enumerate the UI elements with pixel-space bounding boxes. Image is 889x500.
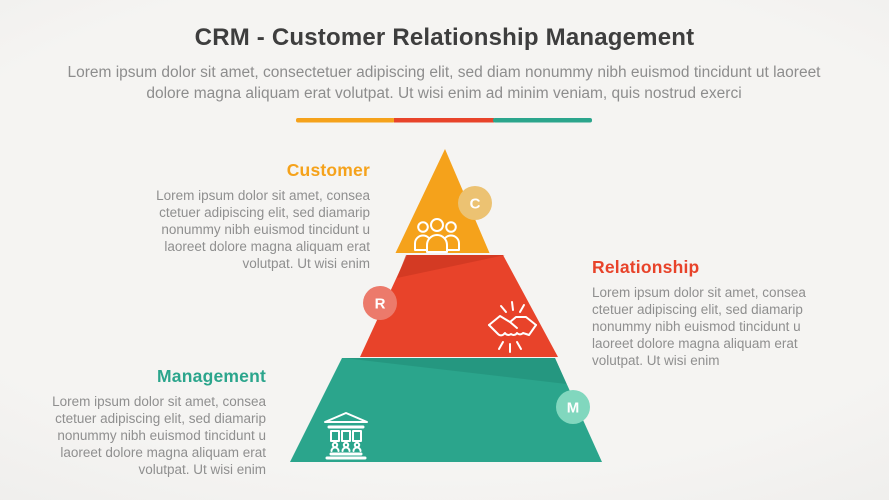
customer-section: Customer Lorem ipsum dolor sit amet, con… [137, 160, 370, 272]
management-heading: Management [157, 366, 266, 386]
customer-badge-letter: C [470, 196, 481, 213]
management-badge-letter: M [567, 400, 580, 417]
divider-segment-relationship [394, 118, 494, 123]
people-group-icon [414, 218, 460, 253]
relationship-description: Lorem ipsum dolor sit amet, consea ctetu… [592, 285, 806, 368]
relationship-section: Relationship Lorem ipsum dolor sit amet,… [592, 257, 817, 369]
management-badge-circle [556, 390, 590, 424]
management-layer-fold-shade [344, 358, 567, 384]
bank-icon [324, 412, 368, 460]
divider-bar [296, 118, 592, 123]
pyramid-layer-relationship [360, 255, 558, 357]
page-title: CRM - Customer Relationship Management [194, 24, 695, 51]
divider-segment-customer [296, 118, 395, 123]
customer-badge-circle [458, 186, 492, 220]
customer-heading: Customer [286, 160, 370, 180]
customer-description: Lorem ipsum dolor sit amet, consea ctetu… [156, 188, 370, 271]
management-description: Lorem ipsum dolor sit amet, consea ctetu… [52, 394, 266, 477]
relationship-badge: R [363, 286, 397, 320]
pyramid-layer-management [290, 358, 602, 462]
relationship-badge-circle [363, 286, 397, 320]
page-subtitle: Lorem ipsum dolor sit amet, consectetuer… [67, 64, 821, 102]
relationship-badge-letter: R [375, 296, 386, 313]
management-badge: M [556, 390, 590, 424]
divider-segment-management [493, 118, 592, 123]
relationship-heading: Relationship [592, 257, 700, 277]
handshake-icon [488, 301, 537, 353]
relationship-layer-fold-shade [397, 255, 505, 278]
customer-badge: C [458, 186, 492, 220]
management-section: Management Lorem ipsum dolor sit amet, c… [41, 366, 266, 478]
